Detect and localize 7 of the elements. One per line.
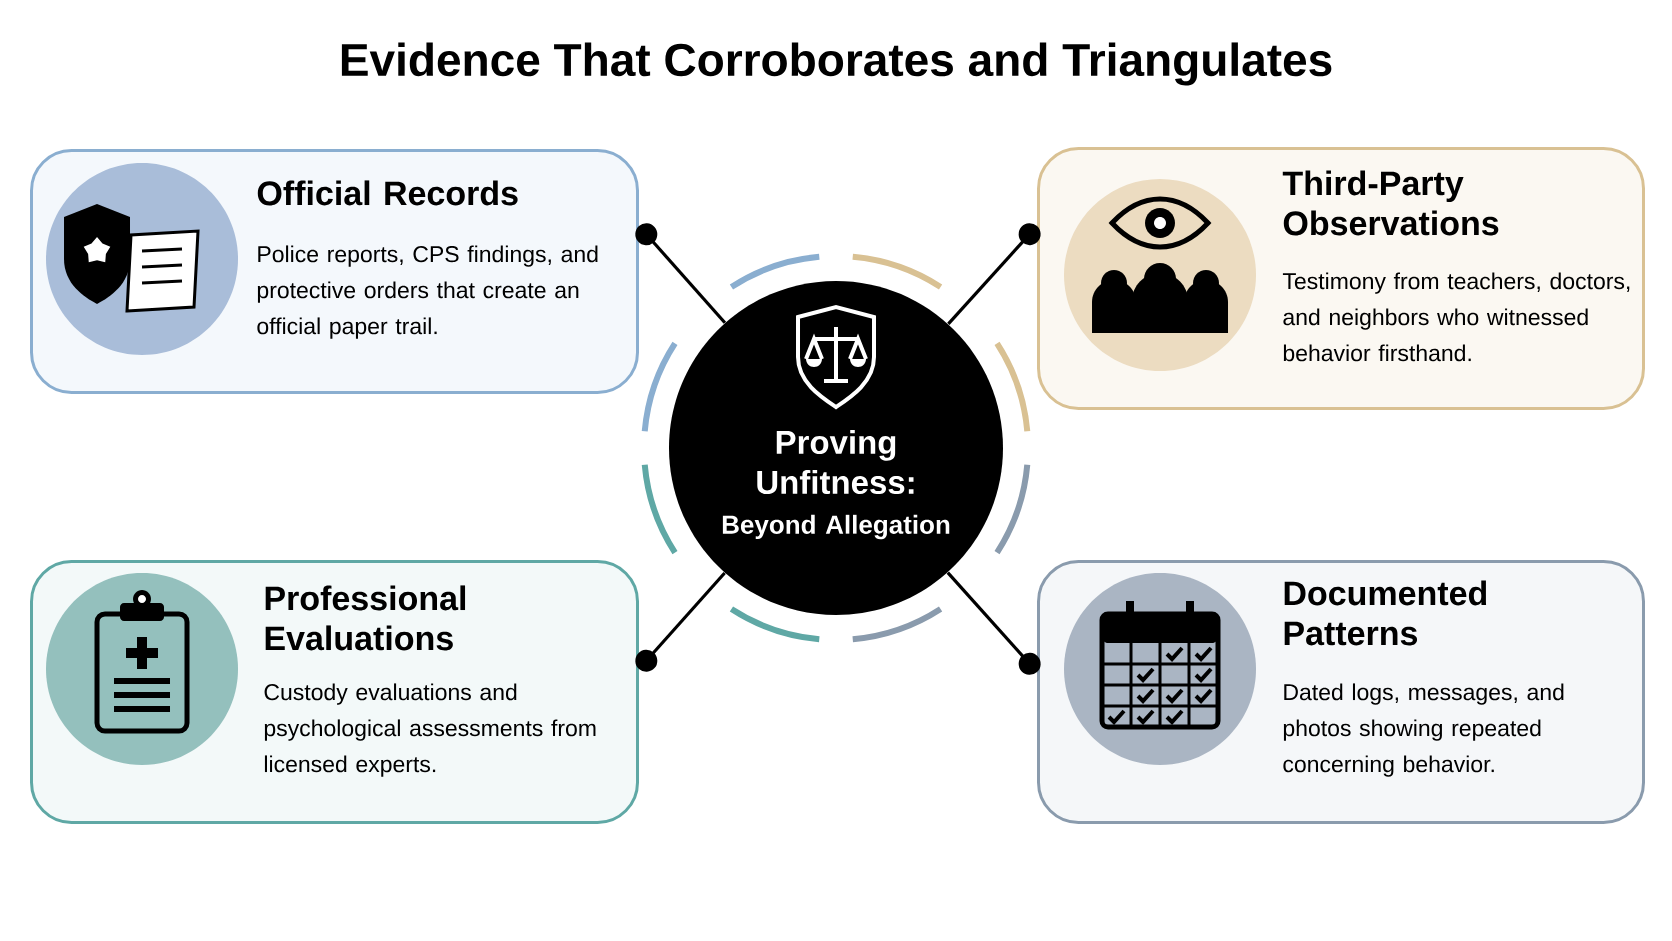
title: Evidence That Corroborates and Triangulates — [341, 42, 1332, 86]
hub-text: Proving Unfitness: — [757, 429, 914, 495]
connector — [635, 223, 727, 324]
connector — [635, 571, 726, 672]
hub-text: Beyond Allegation — [722, 514, 950, 540]
connector — [947, 223, 1041, 325]
connector — [946, 571, 1041, 675]
